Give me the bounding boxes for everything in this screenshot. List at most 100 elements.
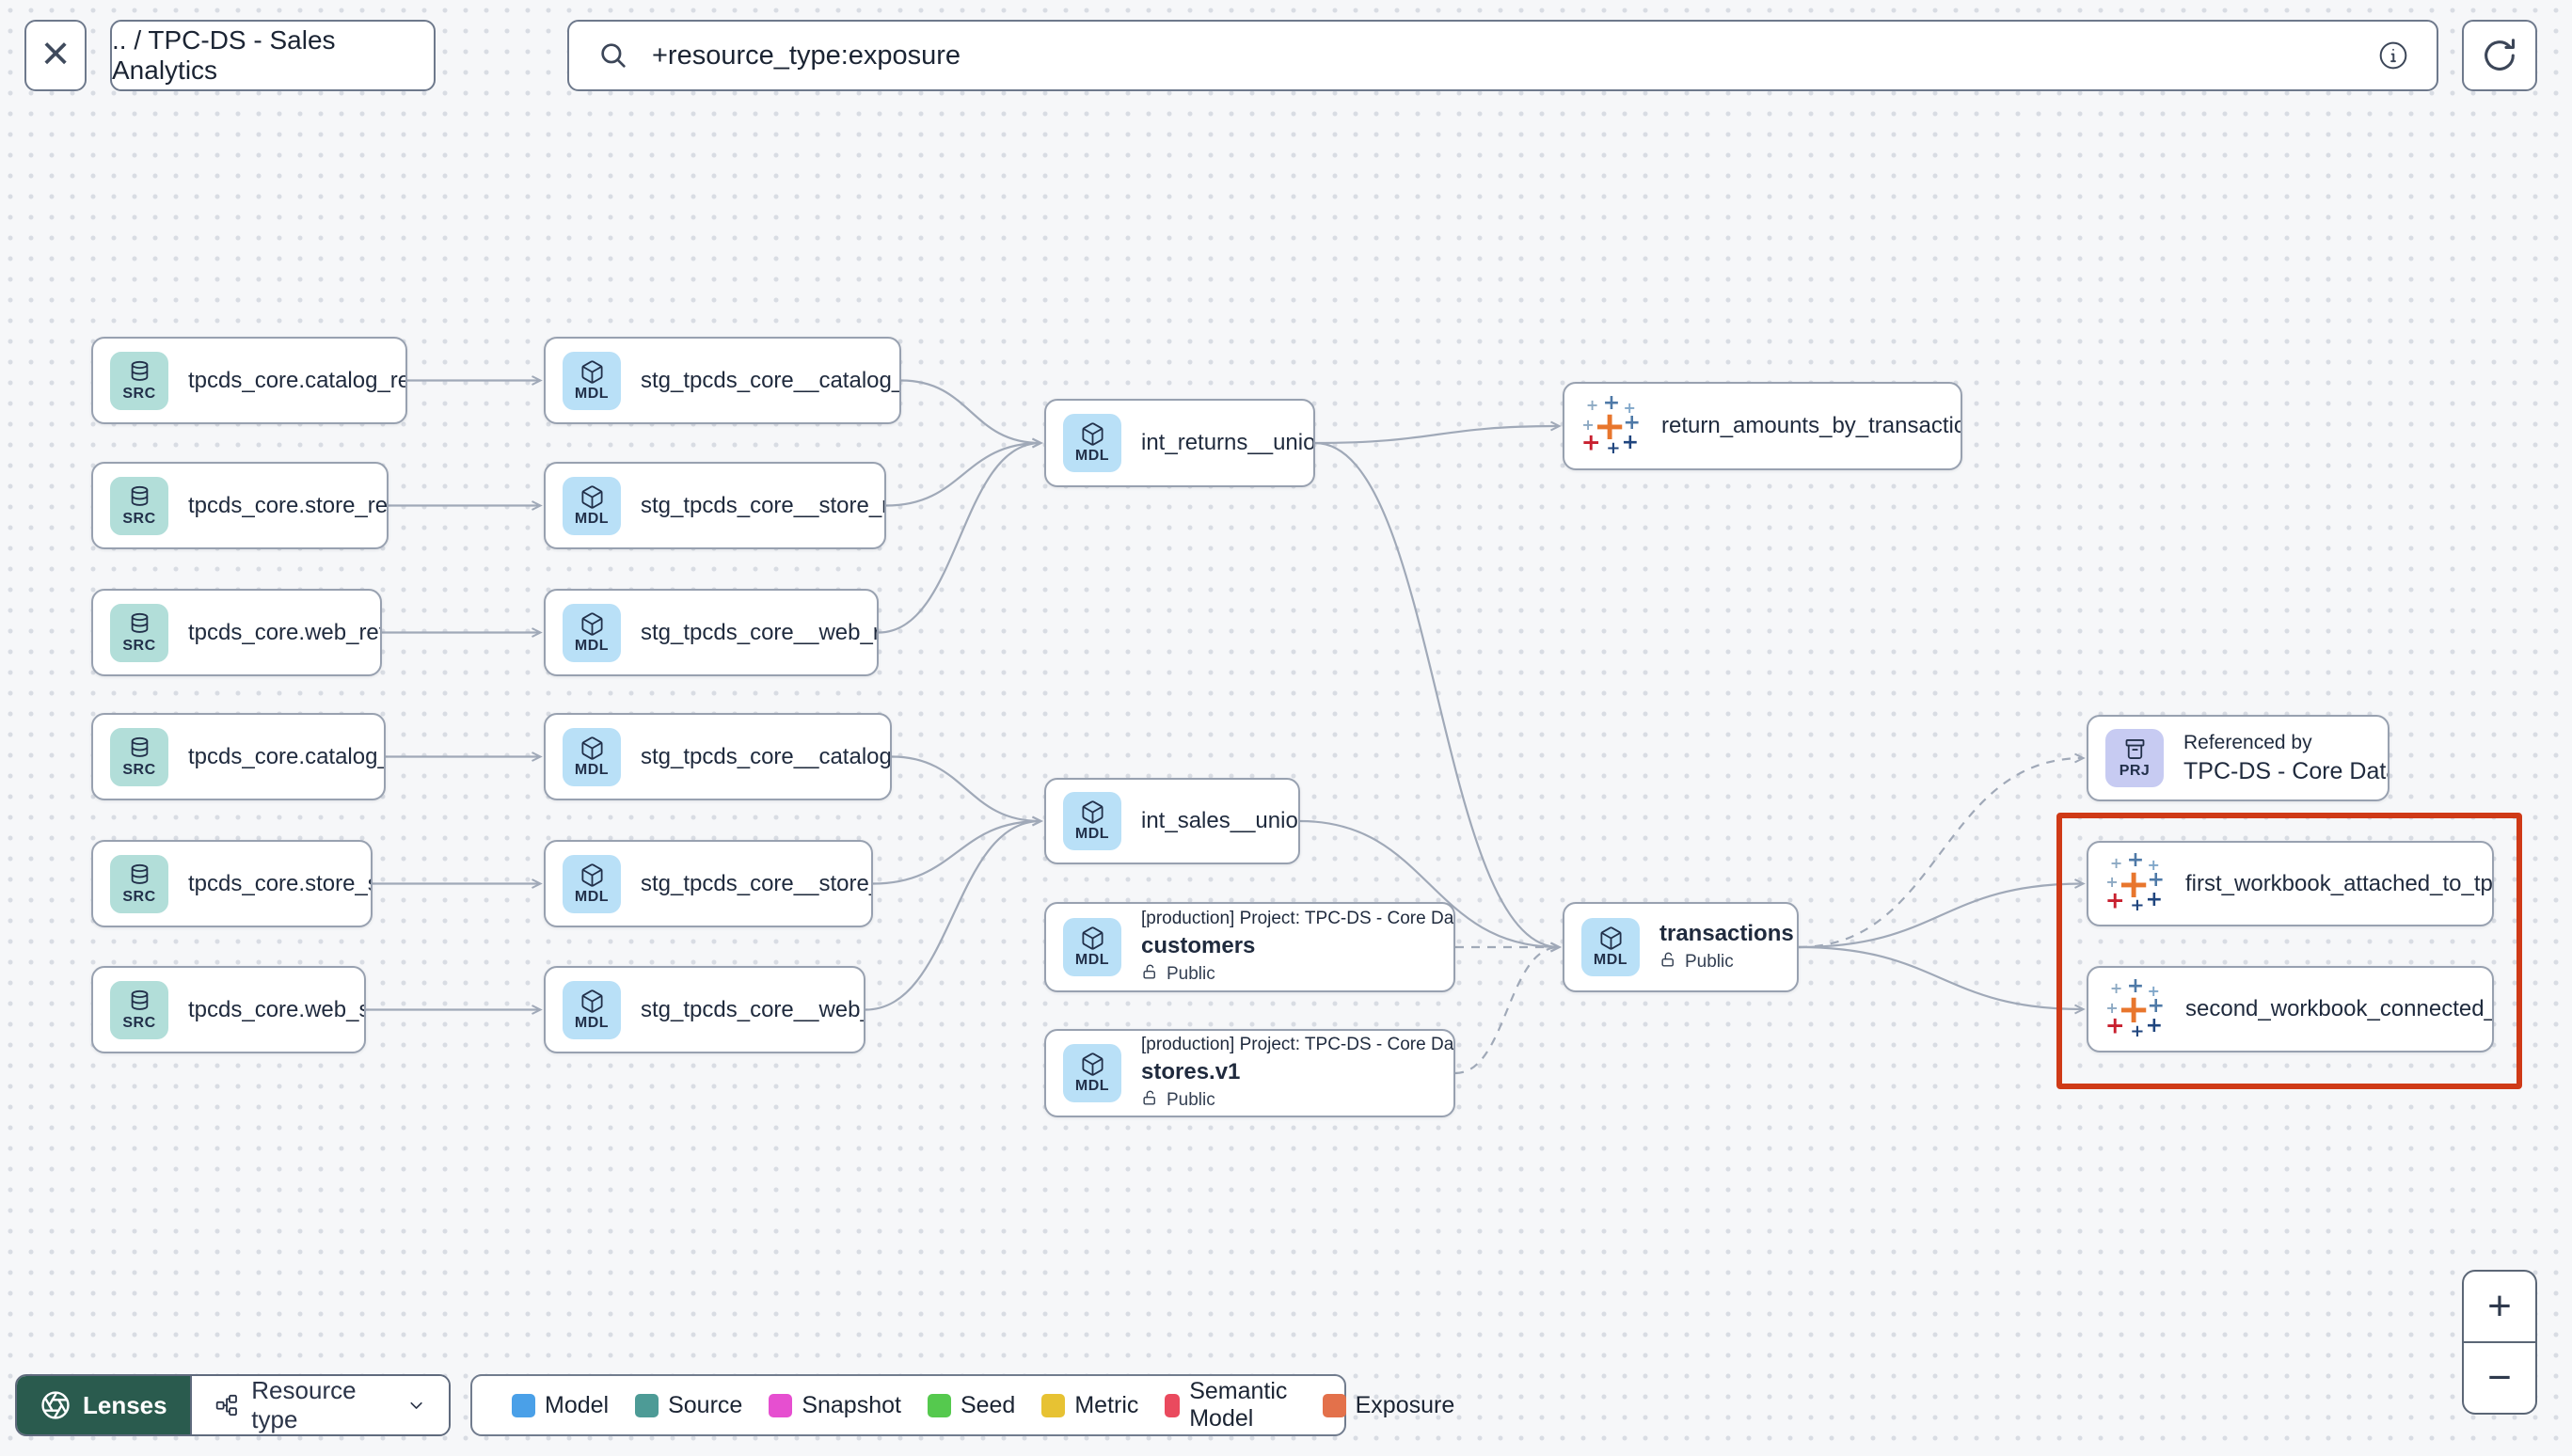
edge-int-sales-unioned-to-transactions [1299,819,1562,953]
graph-node-int-sales-unioned[interactable]: MDL int_sales__unioned [1044,778,1300,864]
legend-item-metric: Metric [1041,1392,1138,1419]
node-label: second_workbook_connected_to_live… [2185,996,2492,1021]
edge-stg-store-sales-to-int-sales-unioned [872,815,1043,885]
node-label: int_sales__unioned [1141,808,1298,833]
node-label: stg_tpcds_core__web_returns [641,619,877,645]
legend-label: Semantic Model [1189,1378,1288,1432]
resource-type-icon [215,1394,237,1416]
search-input[interactable] [650,39,2358,72]
node-label: tpcds_core.catalog_returns [188,367,405,393]
breadcrumb[interactable]: .. / TPC-DS - Sales Analytics [110,20,436,91]
node-project-line: [production] Project: TPC-DS - Core Data… [1141,908,1454,928]
legend-label: Model [545,1391,610,1418]
model-chip: MDL [1063,918,1121,976]
legend-item-seed: Seed [927,1391,1016,1419]
graph-node-stores-v1[interactable]: MDL[production] Project: TPC-DS - Core D… [1044,1029,1455,1117]
refresh-icon [2485,39,2516,71]
node-label: stg_tpcds_core__catalog_returns [641,367,899,393]
zoom-out-button[interactable]: − [2487,1354,2512,1401]
node-label: stg_tpcds_core__catalog_sales [641,743,892,769]
zoom-in-button[interactable]: + [2464,1272,2535,1343]
edge-int-returns-unioned-to-exposure-return-amounts [1314,420,1562,445]
legend-label: Source [668,1391,743,1418]
open-lock-icon [1141,963,1159,987]
lens-control-group: Lenses Resource type [15,1374,451,1436]
access-label: Public [1167,964,1215,984]
model-chip: MDL [1581,918,1640,976]
lenses-button[interactable]: Lenses [17,1376,192,1434]
edge-transactions-to-referenced-by [1798,752,2086,949]
edge-stores-v1-to-transactions [1454,942,1562,1075]
edge-stg-catalog-sales-to-int-sales-unioned [891,755,1043,827]
node-label: stg_tpcds_core__web_sales [641,996,864,1022]
close-icon: × [40,26,71,81]
resource-type-dropdown[interactable]: Resource type [191,1376,449,1434]
model-chip: MDL [563,854,621,913]
graph-node-customers[interactable]: MDL [production] Project: TPC-DS - Core D… [1044,902,1455,992]
info-icon[interactable] [2378,40,2408,71]
graph-node-exposure-return-amounts[interactable]: +++++++++return_amounts_by_transaction_t… [1563,382,1962,470]
node-label: first_workbook_attached_to_tpc-ds_-_… [2185,870,2493,896]
legend-item-model: Model [512,1392,609,1419]
legend-item-semantic-model: Semantic Model [1165,1378,1295,1432]
edge-stg-store-returns-to-int-returns-unioned [885,437,1043,507]
access-label: Public [1685,952,1734,972]
edge-int-returns-unioned-to-transactions [1314,441,1562,953]
lenses-label: Lenses [83,1390,167,1419]
edge-stg-web-sales-to-int-sales-unioned [865,815,1043,1011]
resource-type-label: Resource type [251,1376,357,1433]
node-label: tpcds_core.store_sales [188,870,371,896]
aperture-icon [41,1391,70,1419]
node-label: tpcds_core.store_returns [188,492,389,518]
access-badge: Public [1141,1089,1435,1113]
node-label: tpcds_core.catalog_sales [188,743,384,769]
legend-item-snapshot: Snapshot [769,1392,901,1419]
legend-item-exposure: Exposure [1322,1391,1455,1419]
model-chip: MDL [1063,792,1121,850]
graph-node-first-workbook[interactable]: +++++++++first_workbook_attached_to_tpc-… [2087,841,2494,926]
legend-label: Snapshot [802,1391,901,1418]
model-chip: MDL [563,980,621,1039]
referenced-by-label: Referenced by [2183,731,2312,753]
source-chip: SRC [110,603,168,662]
graph-node-referenced-by[interactable]: PRJ Referenced by TPC-DS - Core Data Model… [2087,715,2389,801]
close-button[interactable]: × [24,20,87,91]
node-label: customers [1141,932,1256,958]
refresh-button[interactable] [2462,20,2537,91]
search-icon [601,43,626,68]
edge-transactions-to-second-workbook [1798,945,2086,1015]
project-chip: PRJ [2105,729,2164,787]
model-chip: MDL [563,603,621,662]
node-label: stg_tpcds_core__store_returns [641,492,884,518]
source-chip: SRC [110,980,168,1039]
node-project-line: [production] Project: TPC-DS - Core Data… [1141,1034,1454,1054]
tableau-exposure-icon: +++++++++ [1580,390,1641,458]
legend-swatch [1165,1393,1181,1417]
graph-node-src-web-returns[interactable]: SRC tpcds_core.web_returns [91,589,382,676]
node-label: tpcds_core.web_returns [188,619,380,645]
graph-node-stg-web-returns[interactable]: MDL stg_tpcds_core__web_returns [544,589,879,676]
graph-node-second-workbook[interactable]: +++++++++second_workbook_connected_to_li… [2087,966,2494,1052]
graph-node-stg-web-sales[interactable]: MDL stg_tpcds_core__web_sales [544,966,865,1053]
graph-node-src-store-sales[interactable]: SRC tpcds_core.store_sales [91,840,373,927]
legend-label: Seed [960,1391,1016,1418]
node-label: transactions [1659,920,1794,946]
search-bar[interactable] [567,20,2438,91]
node-label: TPC-DS - Core Data Models [2183,757,2388,784]
node-label: stores.v1 [1141,1058,1241,1084]
source-chip: SRC [110,854,168,913]
edge-transactions-to-first-workbook [1798,878,2086,949]
zoom-controls: + − [2462,1270,2537,1415]
legend-label: Exposure [1355,1391,1455,1418]
